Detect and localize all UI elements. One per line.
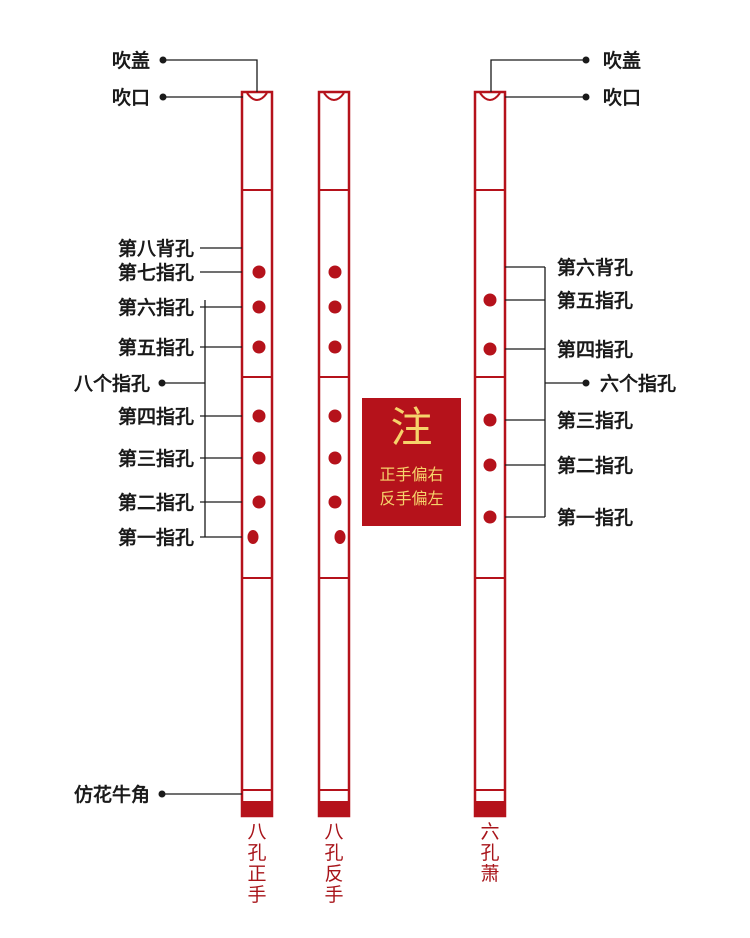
finger-hole-7 [328,265,342,279]
mouthpiece-notch [323,92,345,101]
left-leader-lines [162,59,258,795]
finger-hole-5 [328,340,342,354]
finger-hole-5 [483,293,497,307]
finger-hole-3 [252,451,266,465]
label-mouth: 吹口 [603,86,641,109]
note-line-right-hand: 正手偏右 [379,465,444,484]
right-leader-dots [582,56,590,387]
finger-hole-4 [328,409,342,423]
finger-hole-2 [483,458,497,472]
flute-eight-hole-right-hand [240,90,274,818]
finger-hole-1 [483,510,497,524]
finger-hole-4 [252,409,266,423]
finger-hole-2 [252,495,266,509]
finger-hole-5 [252,340,266,354]
finger-hole-3 [483,413,497,427]
label-blow-cap: 吹盖 [603,49,641,72]
label-finger-hole-7: 第七指孔 [118,261,194,284]
label-finger-hole-4: 第四指孔 [557,338,633,361]
flute-title-3: 六孔萧 [480,821,499,885]
finger-hole-7 [252,265,266,279]
flute-body [473,90,507,818]
flute-title-1: 八孔正手 [247,821,266,906]
finger-hole-4 [483,342,497,356]
finger-hole-6 [328,300,342,314]
label-finger-hole-5: 第五指孔 [557,289,633,312]
label-imitation-horn: 仿花牛角 [74,783,150,806]
label-back-hole-8: 第八背孔 [118,237,194,260]
left-leader-dots [158,56,167,798]
finger-hole-1 [334,530,346,544]
mouthpiece-notch [246,92,268,101]
note-line-left-hand: 反手偏左 [379,489,444,508]
label-finger-hole-2: 第二指孔 [118,491,194,514]
label-eight-holes: 八个指孔 [74,373,150,395]
note-box: 注 正手偏右 反手偏左 [362,398,461,526]
label-mouth: 吹口 [112,86,150,109]
finger-hole-3 [328,451,342,465]
label-finger-hole-6: 第六指孔 [118,296,194,319]
label-blow-cap: 吹盖 [112,49,150,72]
horn-end [475,801,505,816]
right-leader-lines [490,59,586,518]
finger-hole-1 [247,530,259,544]
mouthpiece-notch [479,92,501,101]
flute-six-hole-xiao [473,90,507,818]
label-finger-hole-1: 第一指孔 [118,526,194,549]
label-finger-hole-3: 第三指孔 [557,409,633,432]
horn-end [319,801,349,816]
label-six-holes: 六个指孔 [600,372,676,395]
label-finger-hole-2: 第二指孔 [557,454,633,477]
label-finger-hole-3: 第三指孔 [118,447,194,470]
flute-title-2: 八孔反手 [324,821,343,906]
label-back-hole-6: 第六背孔 [557,256,633,279]
flute-eight-hole-left-hand [317,90,351,818]
horn-end [242,801,272,816]
note-title: 注 [390,403,433,452]
label-finger-hole-5: 第五指孔 [118,336,194,359]
finger-hole-6 [252,300,266,314]
label-finger-hole-1: 第一指孔 [557,506,633,529]
finger-hole-2 [328,495,342,509]
label-finger-hole-4: 第四指孔 [118,405,194,428]
